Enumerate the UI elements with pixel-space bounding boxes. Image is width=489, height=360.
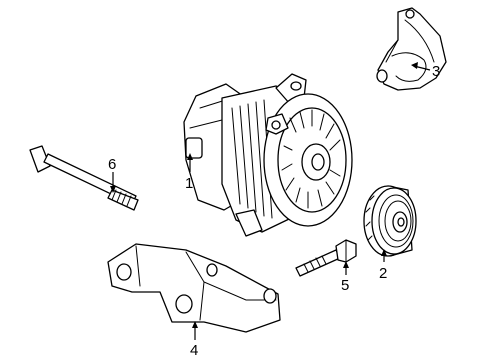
pulley-bolt (295, 239, 357, 277)
alternator (183, 73, 353, 237)
callout-2: 2 (379, 265, 387, 282)
leader-lines (110, 62, 431, 340)
arrowhead-6 (110, 186, 116, 193)
arrowhead-2 (381, 249, 387, 256)
pulley (363, 185, 417, 257)
callout-5: 5 (341, 277, 349, 294)
callout-6: 6 (108, 156, 116, 173)
callout-1: 1 (185, 175, 193, 192)
callout-4: 4 (190, 342, 198, 359)
arrowhead-5 (343, 261, 349, 268)
arrowhead-4 (192, 321, 198, 328)
mounting-bracket (107, 243, 281, 333)
callout-3: 3 (432, 63, 440, 80)
arrowhead-1 (187, 153, 193, 160)
arrowhead-3 (411, 62, 418, 69)
through-bolt (29, 145, 139, 211)
